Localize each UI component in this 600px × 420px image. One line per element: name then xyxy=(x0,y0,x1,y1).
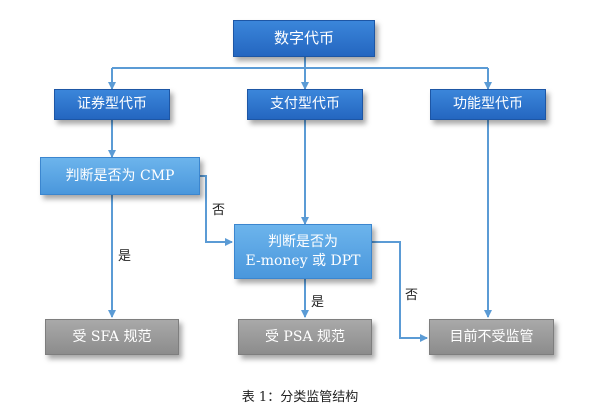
node-securities-label: 证券型代币 xyxy=(77,96,147,113)
outcome-unregulated-label: 目前不受监管 xyxy=(449,328,534,345)
root-node-label: 数字代币 xyxy=(273,29,334,48)
connector-layer xyxy=(108,57,492,342)
outcome-sfa: 受 SFA 规范 xyxy=(45,319,179,355)
node-payment-token: 支付型代币 xyxy=(247,89,363,120)
decision-cmp: 判断是否为 CMP xyxy=(40,157,200,195)
outcome-psa: 受 PSA 规范 xyxy=(238,319,372,355)
decision-emoney-line2: E-money 或 DPT xyxy=(245,252,361,269)
edge-label-cmp-yes: 是 xyxy=(118,249,132,264)
root-node-digital-token: 数字代币 xyxy=(233,20,375,57)
edge-label-emoney-yes: 是 xyxy=(311,295,325,310)
node-utility-label: 功能型代币 xyxy=(453,96,523,113)
node-securities-token: 证券型代币 xyxy=(54,89,170,120)
arrow-cmp-no-to-emoney xyxy=(200,175,233,246)
decision-emoney-line1: 判断是否为 xyxy=(268,233,338,250)
node-payment-label: 支付型代币 xyxy=(270,96,340,113)
node-utility-token: 功能型代币 xyxy=(430,89,546,120)
edge-label-cmp-no: 否 xyxy=(212,203,226,218)
classification-flowchart: 数字代币 证券型代币 支付型代币 功能型代币 判断是否为 CMP 判断是否为 E… xyxy=(40,20,554,355)
edge-label-emoney-no: 否 xyxy=(405,288,419,303)
decision-cmp-label: 判断是否为 CMP xyxy=(65,167,175,184)
outcome-unregulated: 目前不受监管 xyxy=(429,319,554,355)
figure-caption: 表 1：分类监管结构 xyxy=(241,390,359,405)
outcome-psa-label: 受 PSA 规范 xyxy=(264,328,346,345)
arrow-emoney-no-to-none xyxy=(372,241,428,342)
outcome-sfa-label: 受 SFA 规范 xyxy=(72,328,152,345)
decision-emoney-dpt: 判断是否为 E-money 或 DPT xyxy=(234,224,372,279)
